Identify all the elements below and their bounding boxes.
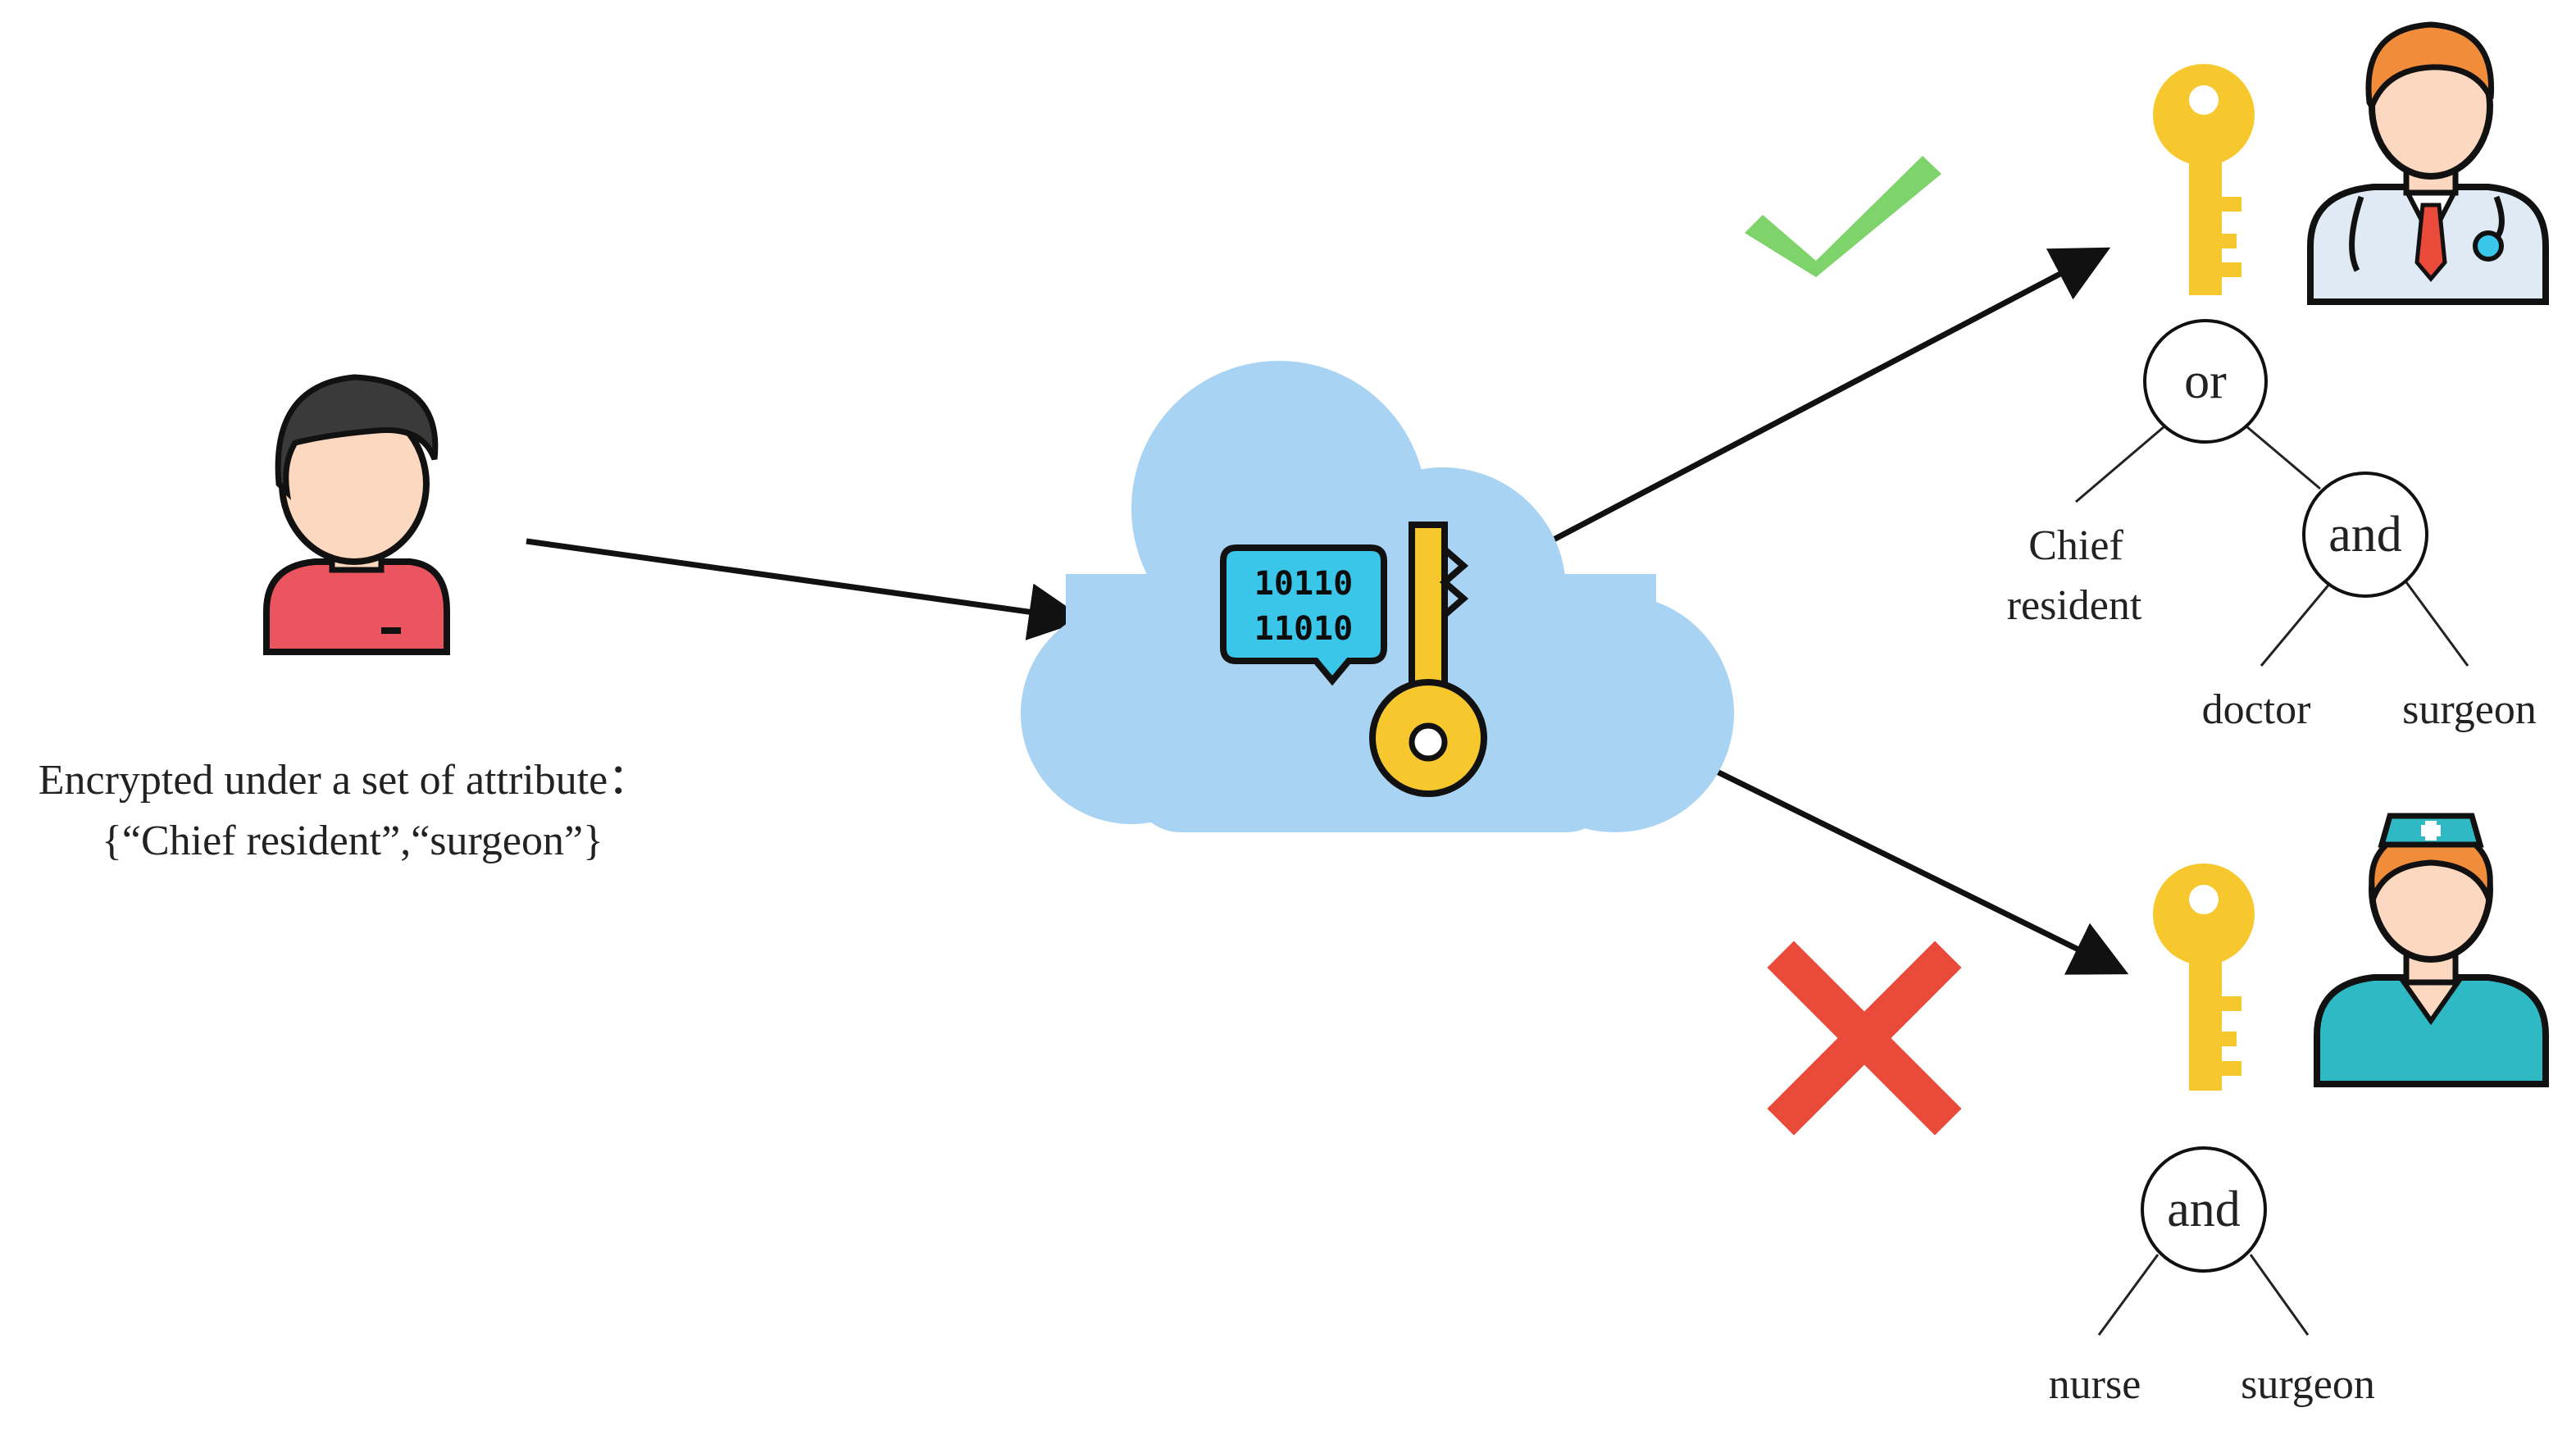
sender-caption-line1: Encrypted under a set of attribute： [39,757,651,804]
leaf-surgeon-nurse: surgeon [2241,1361,2375,1408]
binary-code-line2: 11010 [1254,610,1353,648]
or-node-label: or [2184,353,2227,409]
and-node-label: and [2328,507,2402,563]
nurse-icon [2314,813,2549,1087]
binary-chat-icon: 10110 11010 [1220,544,1387,686]
nurse-and-node [2141,1146,2267,1273]
and-node [2302,472,2428,598]
or-node [2143,319,2268,444]
sender-person-icon [263,374,450,655]
cross-icon [1767,941,1962,1136]
leaf-doctor: doctor [2202,686,2311,733]
leaf-nurse: nurse [2049,1361,2141,1408]
nurse-policy-tree [2097,1146,2310,1336]
nurse-key-icon [2153,863,2255,1091]
leaf-resident: resident [2007,582,2142,629]
nurse-and-node-label: and [2167,1182,2241,1237]
doctor-icon [2307,21,2549,305]
arrow-cloud-to-doctor [1552,247,2111,543]
checkmark-icon [1745,156,1941,277]
leaf-surgeon-doctor: surgeon [2402,686,2537,733]
doctor-policy-tree [2075,319,2469,667]
cloud-key-icon [1369,522,1487,797]
sender-caption-line2: {“Chief resident”,“surgeon”} [102,818,603,864]
binary-code-line1: 10110 [1254,565,1353,603]
arrow-sender-to-cloud [526,538,1086,640]
leaf-chief: Chief [2028,522,2123,569]
doctor-key-icon [2153,64,2255,295]
